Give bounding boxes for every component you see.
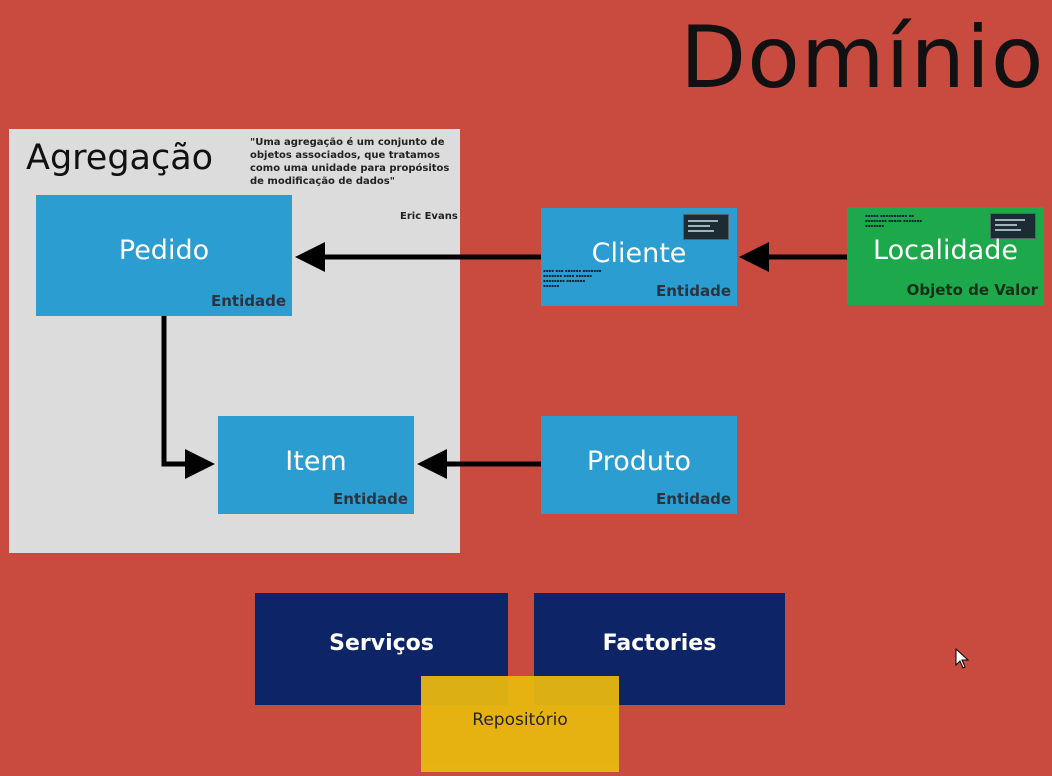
node-produto: Produto Entidade: [541, 416, 737, 514]
thumbnail-icon: [990, 213, 1036, 239]
aggregation-quote: "Uma agregação é um conjunto de objetos …: [250, 137, 450, 187]
mouse-cursor-icon: [955, 648, 970, 669]
aggregation-title: Agregação: [26, 138, 214, 178]
page-title: Domínio: [680, 8, 1045, 108]
node-localidade: ▪▪▪▪▪ ▪▪▪▪▪▪▪▪▪▪ ▪▪▪▪▪▪▪▪▪▪ ▪▪▪▪▪ ▪▪▪▪▪▪…: [847, 207, 1044, 305]
node-produto-type: Entidade: [655, 490, 731, 508]
node-factories-label: Factories: [602, 631, 717, 656]
tiny-note: ▪▪▪▪▪ ▪▪▪▪▪▪▪▪▪▪ ▪▪▪▪▪▪▪▪▪▪ ▪▪▪▪▪ ▪▪▪▪▪▪…: [865, 213, 923, 228]
node-item: Item Entidade: [218, 416, 414, 514]
arrow-pedido-to-item: [161, 316, 215, 479]
thumbnail-icon: [683, 214, 729, 240]
node-produto-label: Produto: [586, 446, 692, 477]
tiny-note: ▪▪▪▪ ▪▪▪ ▪▪▪▪▪▪ ▪▪▪▪▪▪▪▪▪▪▪▪▪▪ ▪▪▪▪ ▪▪▪▪…: [543, 268, 602, 288]
node-servicos-label: Serviços: [329, 631, 434, 656]
node-repositorio: Repositório: [421, 676, 619, 772]
node-localidade-label: Localidade: [873, 235, 1018, 266]
node-item-type: Entidade: [332, 490, 408, 508]
node-repositorio-label: Repositório: [472, 710, 568, 730]
node-pedido-type: Entidade: [210, 292, 286, 310]
node-cliente: ▪▪▪▪ ▪▪▪ ▪▪▪▪▪▪ ▪▪▪▪▪▪▪▪▪▪▪▪▪▪ ▪▪▪▪ ▪▪▪▪…: [541, 208, 737, 306]
node-item-label: Item: [285, 446, 347, 477]
node-factories: Factories: [534, 593, 785, 705]
node-pedido: Pedido Entidade: [36, 195, 292, 316]
node-cliente-label: Cliente: [591, 238, 687, 269]
node-localidade-type: Objeto de Valor: [906, 281, 1038, 299]
quote-author: Eric Evans: [400, 211, 458, 222]
node-pedido-label: Pedido: [118, 235, 210, 266]
node-cliente-type: Entidade: [655, 282, 731, 300]
